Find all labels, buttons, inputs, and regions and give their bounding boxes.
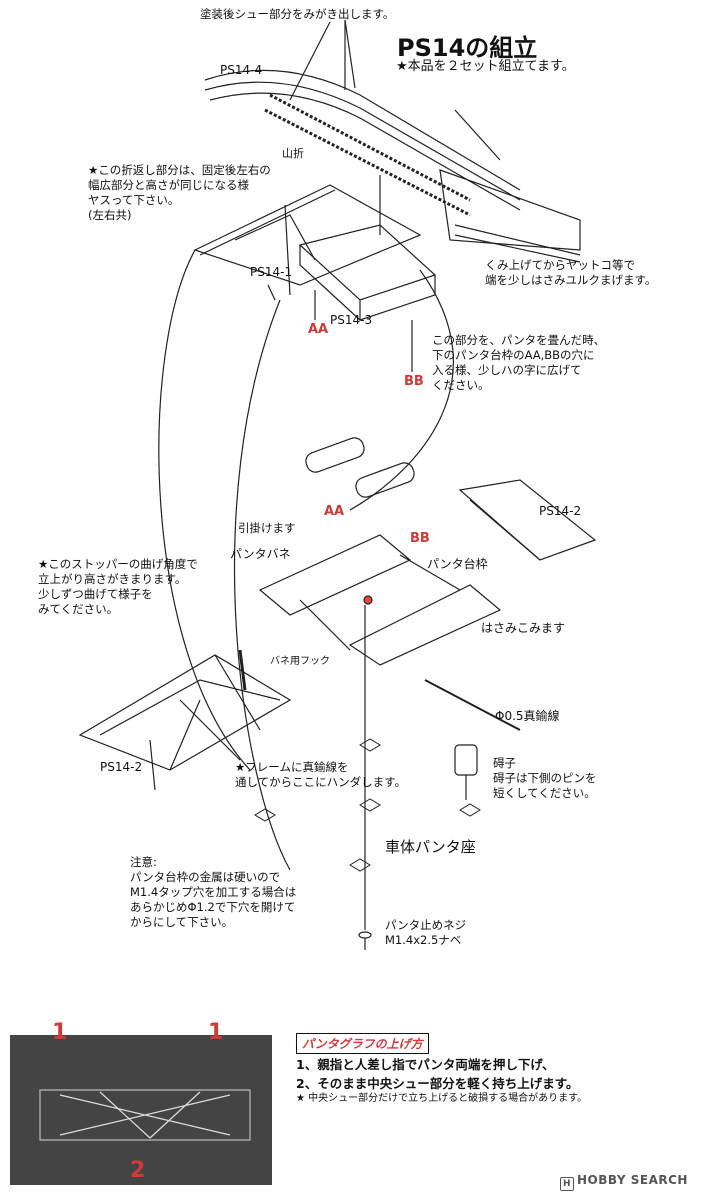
note-fold-back: ★この折返し部分は、固定後左右の 幅広部分と高さが同じになる様 ヤスって下さい。… (88, 163, 271, 222)
raise-header: パンタグラフの上げ方 (296, 1033, 429, 1054)
note-solder: ★フレームに真鍮線を 通してからここにハンダします。 (235, 760, 407, 789)
ps14-2-small-drawing (458, 479, 597, 561)
ps14-1-frame-drawing (193, 184, 422, 301)
label-bb-mid: BB (410, 531, 430, 546)
note-stopper: ★このストッパーの曲げ角度で 立上がり高さがきまります。 少しずつ曲げて様子を … (38, 557, 198, 616)
note-insulator: 碍子 碍子は下側のピンを 短くしてください。 (493, 756, 597, 800)
leader-curve-left (158, 249, 251, 771)
raise-steps: 1、親指と人差し指でパンタ両端を押し下げ、 2、そのまま中央シュー部分を軽く持ち… (296, 1055, 578, 1093)
logo-icon: H (560, 1177, 574, 1191)
label-spring-hook: バネ用フック (270, 656, 330, 667)
note-shoe-polish: 塗装後シュー部分をみがき出します。 (200, 7, 395, 21)
label-brass-wire: Φ0.5真鍮線 (495, 709, 560, 723)
label-bb-top: BB (404, 374, 424, 389)
note-caution: 注意: パンタ台枠の金属は硬いので M1.4タップ穴を加工する場合は あらかじめ… (130, 855, 297, 929)
label-sandwich: はさみこみます (481, 621, 566, 635)
label-panta-spring: パンタバネ (230, 547, 291, 561)
raise-warning: ★ 中央シュー部分だけで立ち上げると破損する場合があります。 (296, 1093, 588, 1104)
watermark-text: HOBBY SEARCH (577, 1173, 688, 1187)
label-aa-top: AA (308, 322, 329, 337)
note-screw: パンタ止めネジ M1.4x2.5ナベ (385, 918, 467, 947)
label-yamaori: 山折 (282, 147, 304, 160)
ps14-2-arm-drawing (78, 649, 292, 791)
photo-arrow-1-left: 1 (52, 1020, 68, 1045)
page-title: PS14の組立 (397, 34, 538, 62)
leader-curve-right (349, 269, 454, 511)
ps14-3-block-drawing (298, 175, 437, 372)
photo-frame (10, 1035, 272, 1185)
raise-step-1: 1、親指と人差し指でパンタ両端を押し下げ、 (296, 1057, 555, 1072)
insulator-drawing (454, 744, 478, 800)
label-body-seat: 車体パンタ座 (385, 838, 476, 856)
note-yattoko: くみ上げてからヤットコ等で 端を少しはさみユルクまげます。 (485, 258, 657, 287)
label-ps14-2-small: PS14-2 (539, 504, 582, 518)
note-hook: 引掛けます (238, 521, 296, 535)
label-panta-frame: パンタ台枠 (427, 557, 488, 571)
screw-drawing (358, 931, 372, 950)
leader-curve-center (233, 299, 291, 871)
raise-step-2: 2、そのまま中央シュー部分を軽く持ち上げます。 (296, 1076, 579, 1091)
photo-arrow-1-right: 1 (208, 1020, 224, 1045)
label-ps14-1: PS14-1 (250, 265, 293, 279)
ps14-4-shoe-drawing (204, 19, 581, 263)
label-ps14-3: PS14-3 (330, 313, 373, 327)
note-fold-part: この部分を、パンタを畳んだ時、 下のパンタ台枠のAA,BBの穴に 入る様、少しハ… (432, 333, 606, 392)
label-ps14-4: PS14-4 (220, 63, 263, 77)
photo-arrow-2: 2 (130, 1158, 146, 1183)
label-ps14-2-left: PS14-2 (100, 760, 143, 774)
seat-markers (254, 738, 481, 872)
photo-frame-detail (39, 1089, 251, 1141)
page-subtitle: ★本品を２セット組立てます。 (396, 59, 575, 74)
label-aa-mid: AA (324, 504, 345, 519)
panta-base-drawing (258, 437, 521, 930)
